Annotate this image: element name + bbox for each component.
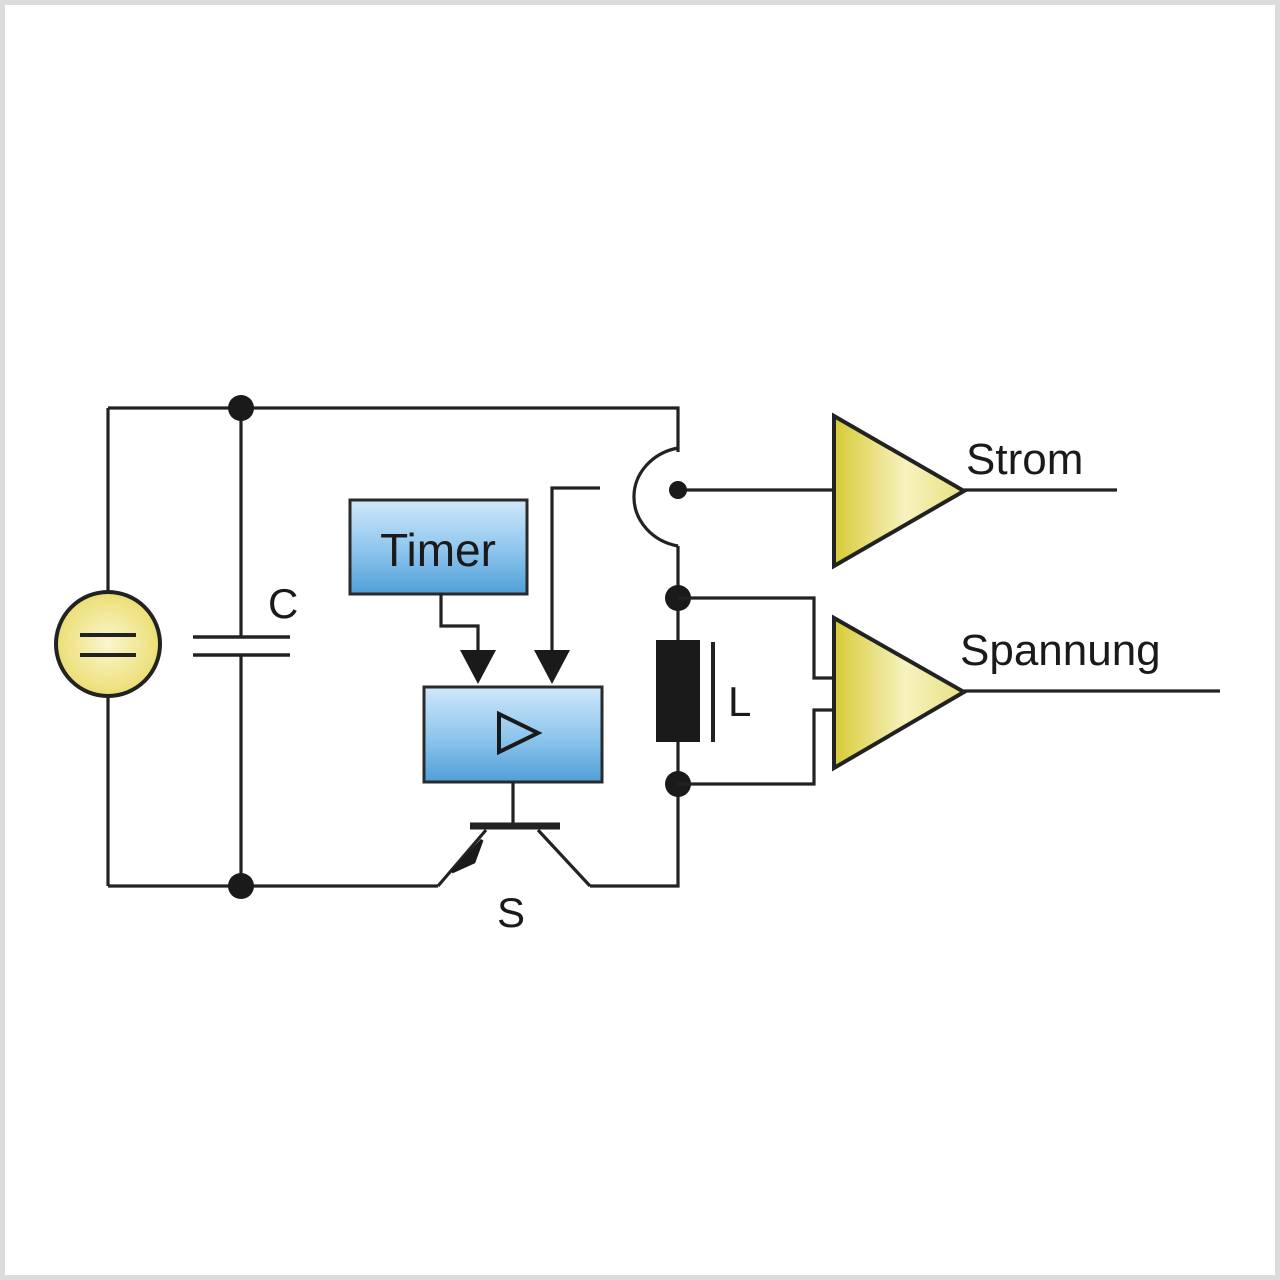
timer-box <box>348 498 529 596</box>
inductor-label: L <box>728 678 751 725</box>
current-output-label: Strom <box>966 435 1083 484</box>
wire-timer-to-driver <box>439 594 480 652</box>
dc-source <box>54 590 162 698</box>
current-amplifier: Strom <box>832 412 1117 570</box>
voltage-output-label: Spannung <box>960 626 1161 675</box>
wire-vsense-top <box>678 596 836 680</box>
wire-feedback-to-driver <box>550 486 600 652</box>
driver-triangle-icon <box>497 710 543 756</box>
sensor-junction-dot <box>669 481 687 499</box>
current-sensor-arc <box>632 446 679 548</box>
control-wires <box>439 486 600 684</box>
transistor-emitter <box>436 828 488 888</box>
junction-dot-bottom <box>228 873 254 899</box>
current-amplifier-icon <box>832 412 969 570</box>
dc-source-icon <box>54 590 162 698</box>
capacitor-label: C <box>268 580 298 627</box>
transistor-collector <box>536 828 592 888</box>
timer-label: Timer <box>380 524 496 576</box>
switch-transistor: S <box>436 782 592 936</box>
arrow-feedback-icon <box>534 650 570 684</box>
driver-block <box>422 685 604 784</box>
inductor-coil <box>656 640 700 742</box>
driver-box <box>422 685 604 784</box>
junction-dot-top <box>228 395 254 421</box>
wire-vsense-bottom <box>678 708 836 786</box>
wire-top-rail <box>108 406 680 448</box>
voltage-amplifier-icon <box>832 614 969 772</box>
current-sensor <box>632 446 836 548</box>
main-wires <box>106 406 680 888</box>
timer-block: Timer <box>348 498 529 596</box>
voltage-amplifier: Spannung <box>832 614 1220 772</box>
capacitor: C <box>193 580 298 657</box>
transistor-emitter-arrow-icon <box>450 838 484 874</box>
arrow-timer-icon <box>460 650 496 684</box>
switch-label: S <box>497 889 525 936</box>
inductor: L <box>656 640 751 742</box>
voltage-sense-wires <box>678 596 836 786</box>
